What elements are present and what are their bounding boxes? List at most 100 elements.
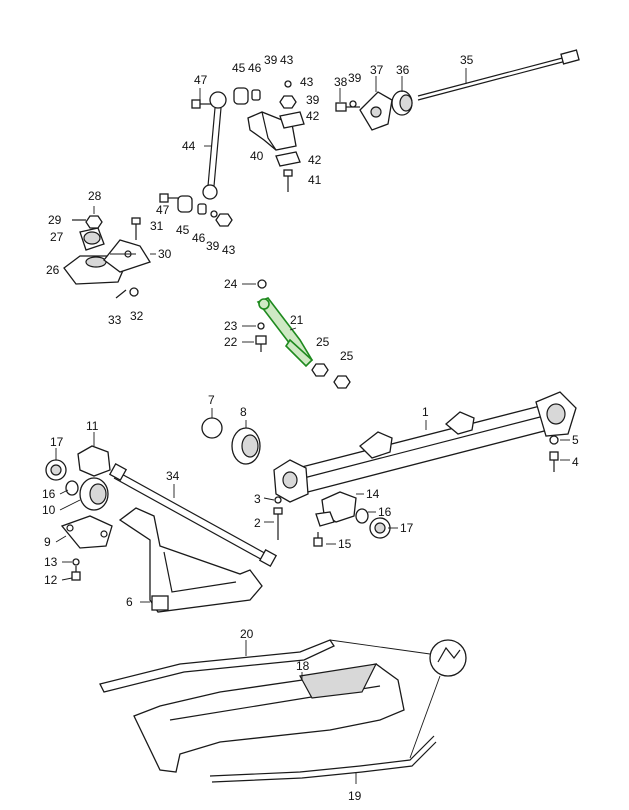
label-31: 31 bbox=[150, 219, 164, 233]
label-9: 9 bbox=[44, 535, 51, 549]
part-11-clamp[interactable] bbox=[77, 445, 111, 477]
stabilizer-link-assembly bbox=[159, 49, 580, 227]
part-5-washer[interactable] bbox=[549, 435, 559, 445]
label-14: 14 bbox=[366, 487, 380, 501]
label-16-left: 16 bbox=[42, 487, 56, 501]
part-45-bushing-top[interactable] bbox=[233, 87, 249, 105]
part-1-axle-tube[interactable] bbox=[273, 391, 577, 503]
label-17-left: 17 bbox=[50, 435, 64, 449]
label-47-a: 47 bbox=[194, 73, 208, 87]
part-23-washer[interactable] bbox=[257, 322, 265, 330]
label-11: 11 bbox=[86, 419, 99, 433]
label-42-a: 42 bbox=[306, 109, 320, 123]
label-17-right: 17 bbox=[400, 521, 414, 535]
label-10: 10 bbox=[42, 503, 56, 517]
strut-assembly bbox=[255, 279, 351, 389]
part-3-washer[interactable] bbox=[274, 496, 282, 504]
part-22-bolt[interactable] bbox=[255, 335, 267, 352]
part-16-ring-right[interactable] bbox=[355, 508, 369, 524]
part-32-washer[interactable] bbox=[129, 287, 139, 297]
label-43-c: 43 bbox=[222, 243, 236, 257]
label-36: 36 bbox=[396, 63, 410, 77]
label-22: 22 bbox=[224, 335, 238, 349]
label-39-a: 39 bbox=[348, 71, 362, 85]
label-2: 2 bbox=[254, 516, 261, 530]
part-7-washer[interactable] bbox=[201, 417, 223, 439]
part-46-sleeve-top[interactable] bbox=[251, 89, 261, 101]
part-19-strap-lower[interactable] bbox=[209, 735, 437, 783]
label-43-b: 43 bbox=[300, 75, 314, 89]
part-27-mount-block[interactable] bbox=[79, 227, 105, 251]
label-33: 33 bbox=[108, 313, 122, 327]
part-10-bushing[interactable] bbox=[79, 477, 109, 511]
label-23: 23 bbox=[224, 319, 238, 333]
label-43-a: 43 bbox=[280, 53, 294, 67]
label-24: 24 bbox=[224, 277, 238, 291]
part-25-nut-b[interactable] bbox=[333, 375, 351, 389]
label-47-b: 47 bbox=[156, 203, 170, 217]
label-20: 20 bbox=[240, 627, 254, 641]
part-number-labels: 1 2 3 4 5 6 7 8 9 10 11 12 13 14 15 16 1… bbox=[42, 53, 579, 803]
label-13: 13 bbox=[44, 555, 58, 569]
label-39-b: 39 bbox=[264, 53, 278, 67]
part-31-bolt[interactable] bbox=[131, 217, 141, 240]
part-2-bolt[interactable] bbox=[273, 507, 283, 540]
part-9-clamp-lower[interactable] bbox=[60, 515, 113, 549]
part-36-bushing[interactable] bbox=[391, 90, 413, 116]
part-15-bolt[interactable] bbox=[313, 532, 323, 547]
part-39-washer-top[interactable] bbox=[284, 80, 292, 88]
label-29: 29 bbox=[48, 213, 62, 227]
part-6-trailing-arm[interactable] bbox=[118, 507, 263, 613]
label-45-b: 45 bbox=[176, 223, 190, 237]
label-12: 12 bbox=[44, 573, 58, 587]
part-46-sleeve-lower[interactable] bbox=[197, 203, 207, 215]
part-28-nut[interactable] bbox=[85, 215, 103, 229]
left-mount-assembly bbox=[63, 215, 151, 299]
label-3: 3 bbox=[254, 492, 261, 506]
part-42-plate-lower[interactable] bbox=[275, 151, 301, 167]
part-13-washer[interactable] bbox=[72, 558, 80, 566]
part-24-washer[interactable] bbox=[257, 279, 267, 289]
part-16-ring-left[interactable] bbox=[65, 480, 79, 496]
label-15: 15 bbox=[338, 537, 352, 551]
part-25-nut-a[interactable] bbox=[311, 363, 329, 377]
part-37-mount[interactable] bbox=[359, 91, 393, 131]
part-42-plate-upper[interactable] bbox=[279, 111, 305, 129]
label-7: 7 bbox=[208, 393, 215, 407]
leader-lines bbox=[55, 68, 570, 784]
label-30: 30 bbox=[158, 247, 172, 261]
part-14-bracket[interactable] bbox=[315, 491, 357, 527]
part-18-skid-plate[interactable] bbox=[133, 663, 405, 773]
label-38: 38 bbox=[334, 75, 348, 89]
label-4: 4 bbox=[572, 455, 579, 469]
part-39-washer[interactable] bbox=[349, 100, 357, 108]
part-41-bolt[interactable] bbox=[283, 169, 293, 192]
part-17-cap-right[interactable] bbox=[369, 517, 391, 539]
part-8-bushing[interactable] bbox=[231, 427, 261, 465]
label-27: 27 bbox=[50, 230, 64, 244]
part-33-screw[interactable] bbox=[115, 289, 127, 299]
label-46-b: 46 bbox=[192, 231, 206, 245]
label-41: 41 bbox=[308, 173, 322, 187]
part-39-washer-lower[interactable] bbox=[210, 210, 218, 218]
label-26: 26 bbox=[46, 263, 60, 277]
part-45-bushing-lower[interactable] bbox=[177, 195, 193, 213]
part-21-strut[interactable] bbox=[256, 297, 314, 368]
label-42-b: 42 bbox=[308, 153, 322, 167]
part-35-rod[interactable] bbox=[417, 49, 580, 101]
part-20-strap[interactable] bbox=[99, 639, 335, 693]
part-12-bolt[interactable] bbox=[71, 566, 81, 581]
part-34-torsion-bar[interactable] bbox=[108, 462, 278, 568]
label-1: 1 bbox=[422, 405, 429, 419]
part-17-cap-left[interactable] bbox=[45, 459, 67, 481]
label-6: 6 bbox=[126, 595, 133, 609]
label-28: 28 bbox=[88, 189, 102, 203]
part-44-link[interactable] bbox=[202, 91, 227, 200]
part-4-bolt[interactable] bbox=[549, 451, 559, 472]
label-45-a: 45 bbox=[232, 61, 246, 75]
part-43-nut-lower[interactable] bbox=[215, 213, 233, 227]
label-46-a: 46 bbox=[248, 61, 262, 75]
part-47-bolt-lower[interactable] bbox=[159, 193, 180, 203]
part-43-nut[interactable] bbox=[279, 95, 297, 109]
